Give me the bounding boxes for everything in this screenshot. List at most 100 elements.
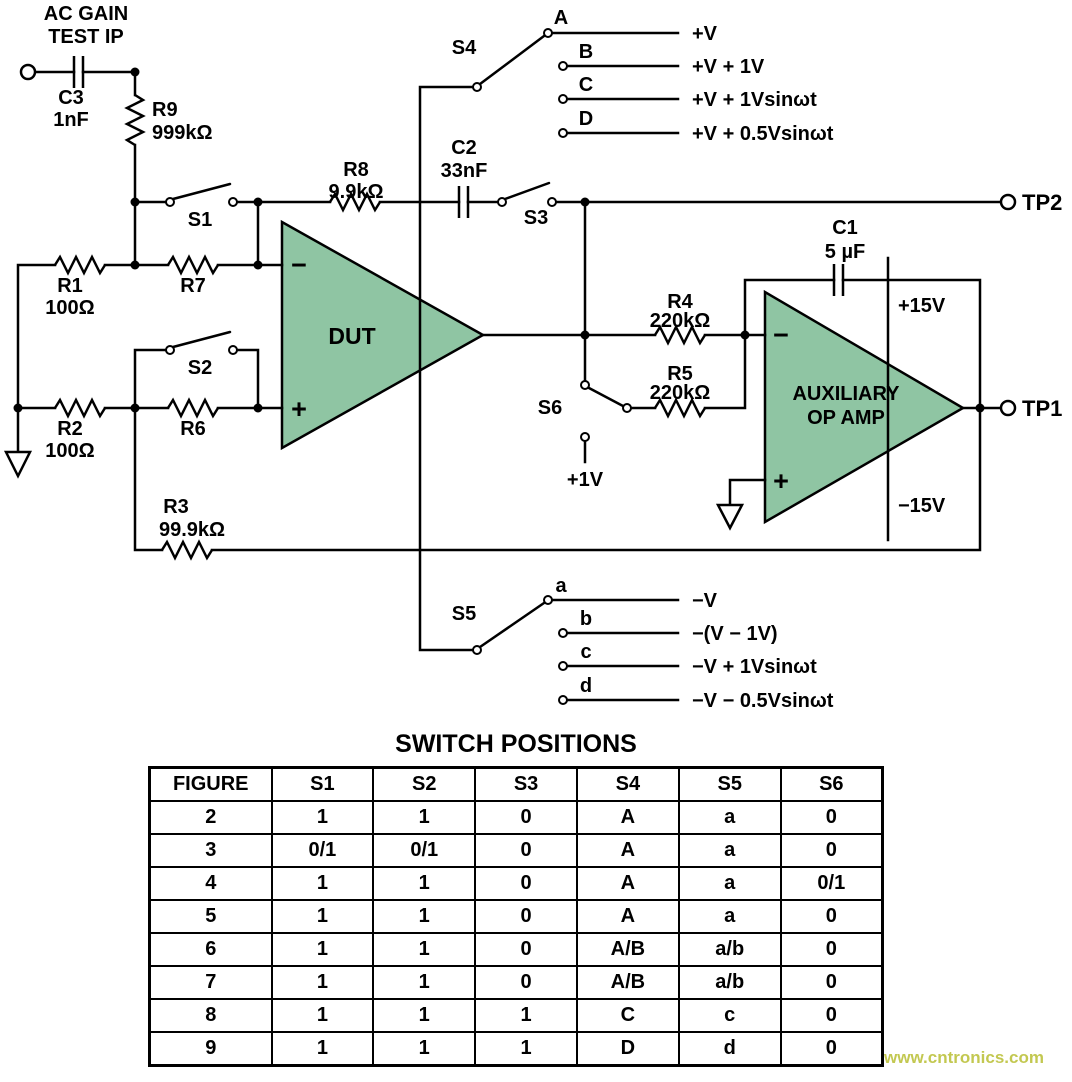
table-cell: 0/1 [372,833,477,868]
table-cell: 1 [270,1031,375,1067]
table-cell: 5 [148,899,273,934]
s6-label: S6 [538,397,562,419]
table-cell: a [677,833,782,868]
r2-value: 100Ω [45,440,94,462]
s5-label: S5 [452,603,476,625]
table-cell: 1 [270,965,375,1000]
c1-label: C1 [832,217,858,239]
s4-position-c-output: +V + 1Vsinωt [692,89,817,111]
table-cell: 0 [474,899,578,934]
tp2-terminal [999,193,1017,211]
auxiliary-opamp [763,289,966,525]
s4-position-b-letter: B [579,41,593,63]
s4-position-d-output: +V + 0.5Vsinωt [692,123,834,145]
table-cell: 1 [372,899,477,934]
table-cell: 6 [148,932,273,967]
table-cell: 0 [474,800,578,835]
capacitor-c2-symbol [457,186,470,218]
table-cell: 4 [148,866,273,901]
table-cell: a [677,800,782,835]
table-cell: 1 [474,998,578,1033]
r7-label: R7 [180,275,206,297]
table-header-figure: FIGURE [148,766,273,802]
switch-positions-section: SWITCH POSITIONS FIGURE S1 S2 S3 S4 S5 S… [148,730,884,1067]
capacitor-c3-symbol [72,56,85,88]
table-cell: 0 [474,833,578,868]
table-title: SWITCH POSITIONS [395,730,637,758]
table-cell: A [575,833,680,868]
s5-position-d-output: −V − 0.5Vsinωt [692,690,834,712]
table-cell: 1 [270,866,375,901]
resistor-r3-symbol [160,540,214,560]
s4-position-c-letter: C [579,74,593,96]
resistor-r6-symbol [166,398,220,418]
r3-label: R3 [163,496,189,518]
table-cell: D [575,1031,680,1067]
r1-label: R1 [57,275,83,297]
table-cell: 3 [148,833,273,868]
r5-value: 220kΩ [650,382,711,404]
r9-value: 999kΩ [152,122,213,144]
resistor-r9-symbol [125,93,145,147]
r4-label: R4 [667,291,693,313]
table-cell: a/b [677,965,782,1000]
s5-position-b-output: −(V − 1V) [692,623,778,645]
switch-s5 [472,595,568,705]
watermark: www.cntronics.com [884,1048,1044,1067]
table-header-s2: S2 [372,766,477,802]
resistor-r2-symbol [53,398,107,418]
r2-label: R2 [57,418,83,440]
table-cell: A [575,899,680,934]
table-cell: 1 [474,1031,578,1067]
table-cell: 1 [372,998,477,1033]
s5-position-d-letter: d [580,675,592,697]
table-cell: 0/1 [270,833,375,868]
c3-label: C3 [58,87,84,109]
s5-position-a-output: −V [692,590,718,612]
table-cell: a/b [677,932,782,967]
tp1-terminal [999,399,1017,417]
table-cell: 0 [779,932,884,967]
tp1-label: TP1 [1022,396,1062,421]
table-cell: 0 [779,833,884,868]
capacitor-c1-symbol [832,264,845,296]
input-label-line1: AC GAIN [44,3,128,25]
resistor-r1-symbol [53,255,107,275]
aux-supply-pos-label: +15V [898,295,946,317]
table-cell: d [677,1031,782,1067]
s4-position-b-output: +V + 1V [692,56,765,78]
table-cell: 0 [779,899,884,934]
table-cell: C [575,998,680,1033]
plus1v-label: +1V [567,469,604,491]
table-header-s5: S5 [677,766,782,802]
r6-label: R6 [180,418,206,440]
table-cell: a [677,899,782,934]
table-cell: 1 [270,998,375,1033]
r3-value: 99.9kΩ [159,519,225,541]
table-cell: 0 [779,965,884,1000]
input-label-line2: TEST IP [48,26,124,48]
switch-s4 [472,28,568,138]
input-terminal [19,63,37,81]
switch-s1 [165,182,238,207]
table-cell: 1 [372,1031,477,1067]
r8-value: 9.9kΩ [329,181,384,203]
switch-s3 [497,181,557,207]
aux-label-line1: AUXILIARY [792,383,900,405]
aux-minus-input-sign: − [773,320,789,350]
c2-value: 33nF [441,160,488,182]
dut-plus-input-sign: + [291,394,307,424]
tp2-label: TP2 [1022,190,1062,215]
table-cell: 2 [148,800,273,835]
schematic: AC GAIN TEST IP C3 1nF R9 999kΩ S1 S2 S3… [3,3,1062,712]
s1-label: S1 [188,209,212,231]
table-header-s4: S4 [575,766,680,802]
s5-position-c-output: −V + 1Vsinωt [692,656,817,678]
